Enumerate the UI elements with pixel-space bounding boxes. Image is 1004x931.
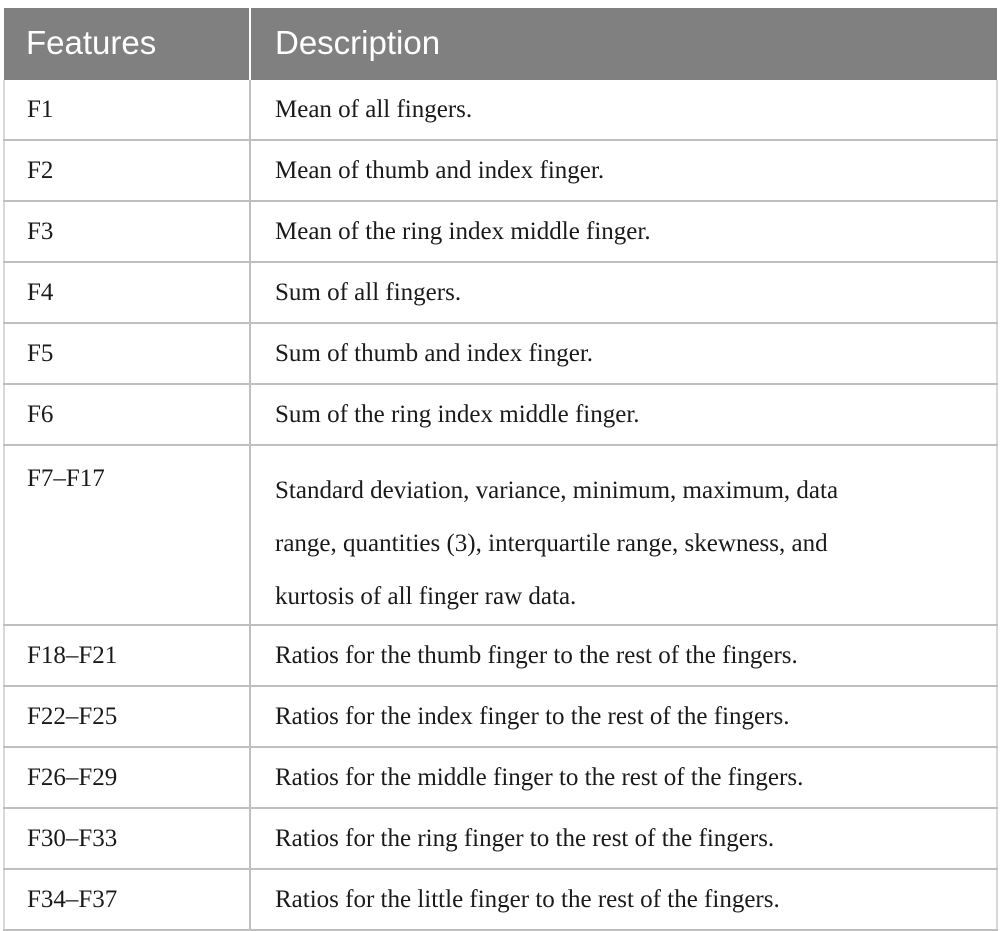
table-row: F7–F17 Standard deviation, variance, min… [3,445,998,626]
features-description-table: Features Description F1 Mean of all fing… [3,8,998,931]
cell-feature: F4 [3,262,251,324]
cell-description-lines: Standard deviation, variance, minimum, m… [275,464,982,623]
table-row: F30–F33 Ratios for the ring finger to th… [3,808,998,870]
cell-feature: F22–F25 [3,686,251,748]
table-row: F4 Sum of all fingers. [3,262,998,324]
table-row: F18–F21 Ratios for the thumb finger to t… [3,625,998,687]
cell-description-line: Standard deviation, variance, minimum, m… [275,477,839,504]
table-row: F1 Mean of all fingers. [3,80,998,141]
cell-feature: F3 [3,201,251,263]
table-row: F6 Sum of the ring index middle finger. [3,384,998,446]
cell-feature: F6 [3,384,251,446]
table-row: F22–F25 Ratios for the index finger to t… [3,686,998,748]
features-table-container: Features Description F1 Mean of all fing… [3,8,998,931]
cell-feature: F34–F37 [3,869,251,931]
table-row: F26–F29 Ratios for the middle finger to … [3,747,998,809]
column-header-description: Description [250,8,997,80]
cell-feature: F2 [3,140,251,202]
cell-feature: F1 [3,80,251,141]
cell-description: Sum of all fingers. [250,262,998,324]
table-row: F34–F37 Ratios for the little finger to … [3,869,998,931]
table-row: F5 Sum of thumb and index finger. [3,323,998,385]
cell-description-line: kurtosis of all finger raw data. [275,583,577,610]
table-row: F3 Mean of the ring index middle finger. [3,201,998,263]
cell-description: Mean of the ring index middle finger. [250,201,998,263]
cell-description: Standard deviation, variance, minimum, m… [250,445,998,626]
cell-description: Ratios for the ring finger to the rest o… [250,808,998,870]
table-body: F1 Mean of all fingers. F2 Mean of thumb… [3,80,998,931]
cell-description-line: range, quantities (3), interquartile ran… [275,530,828,557]
cell-description: Mean of all fingers. [250,80,998,141]
cell-description: Ratios for the middle finger to the rest… [250,747,998,809]
table-header: Features Description [4,8,997,80]
cell-feature: F5 [3,323,251,385]
column-header-features: Features [4,8,251,80]
cell-description: Ratios for the little finger to the rest… [250,869,998,931]
cell-feature: F18–F21 [3,625,251,687]
cell-feature: F30–F33 [3,808,251,870]
cell-description: Mean of thumb and index finger. [250,140,998,202]
cell-feature: F26–F29 [3,747,251,809]
cell-description: Ratios for the thumb finger to the rest … [250,625,998,687]
cell-description: Ratios for the index finger to the rest … [250,686,998,748]
table-header-row: Features Description [4,8,997,80]
cell-description: Sum of the ring index middle finger. [250,384,998,446]
cell-feature: F7–F17 [3,445,251,626]
table-row: F2 Mean of thumb and index finger. [3,140,998,202]
cell-description: Sum of thumb and index finger. [250,323,998,385]
